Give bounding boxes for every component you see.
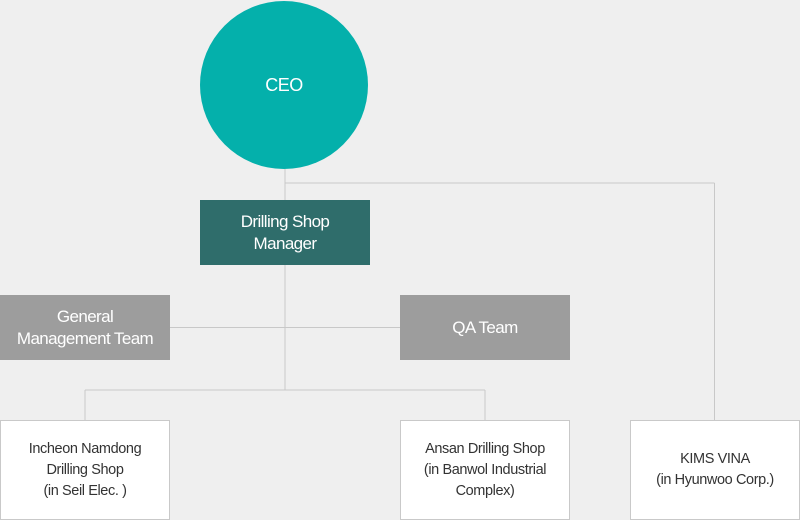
- general-management-team-node: General Management Team: [0, 295, 170, 360]
- incheon-namdong-shop-node: Incheon Namdong Drilling Shop (in Seil E…: [0, 420, 170, 520]
- ansan-drilling-shop-node: Ansan Drilling Shop (in Banwol Industria…: [400, 420, 570, 520]
- ceo-node: CEO: [200, 1, 368, 169]
- ceo-label: CEO: [265, 74, 303, 95]
- general-management-team-label: General Management Team: [16, 306, 154, 348]
- kims-vina-label: KIMS VINA (in Hyunwoo Corp.): [656, 451, 774, 488]
- ansan-drilling-shop-label: Ansan Drilling Shop (in Banwol Industria…: [423, 440, 547, 499]
- incheon-namdong-shop-label: Incheon Namdong Drilling Shop (in Seil E…: [28, 440, 142, 499]
- kims-vina-node: KIMS VINA (in Hyunwoo Corp.): [630, 420, 800, 520]
- qa-team-label: QA Team: [452, 317, 518, 337]
- qa-team-node: QA Team: [400, 295, 570, 360]
- drilling-shop-manager-node: Drilling Shop Manager: [200, 200, 370, 265]
- manager-label: Drilling Shop Manager: [240, 211, 330, 253]
